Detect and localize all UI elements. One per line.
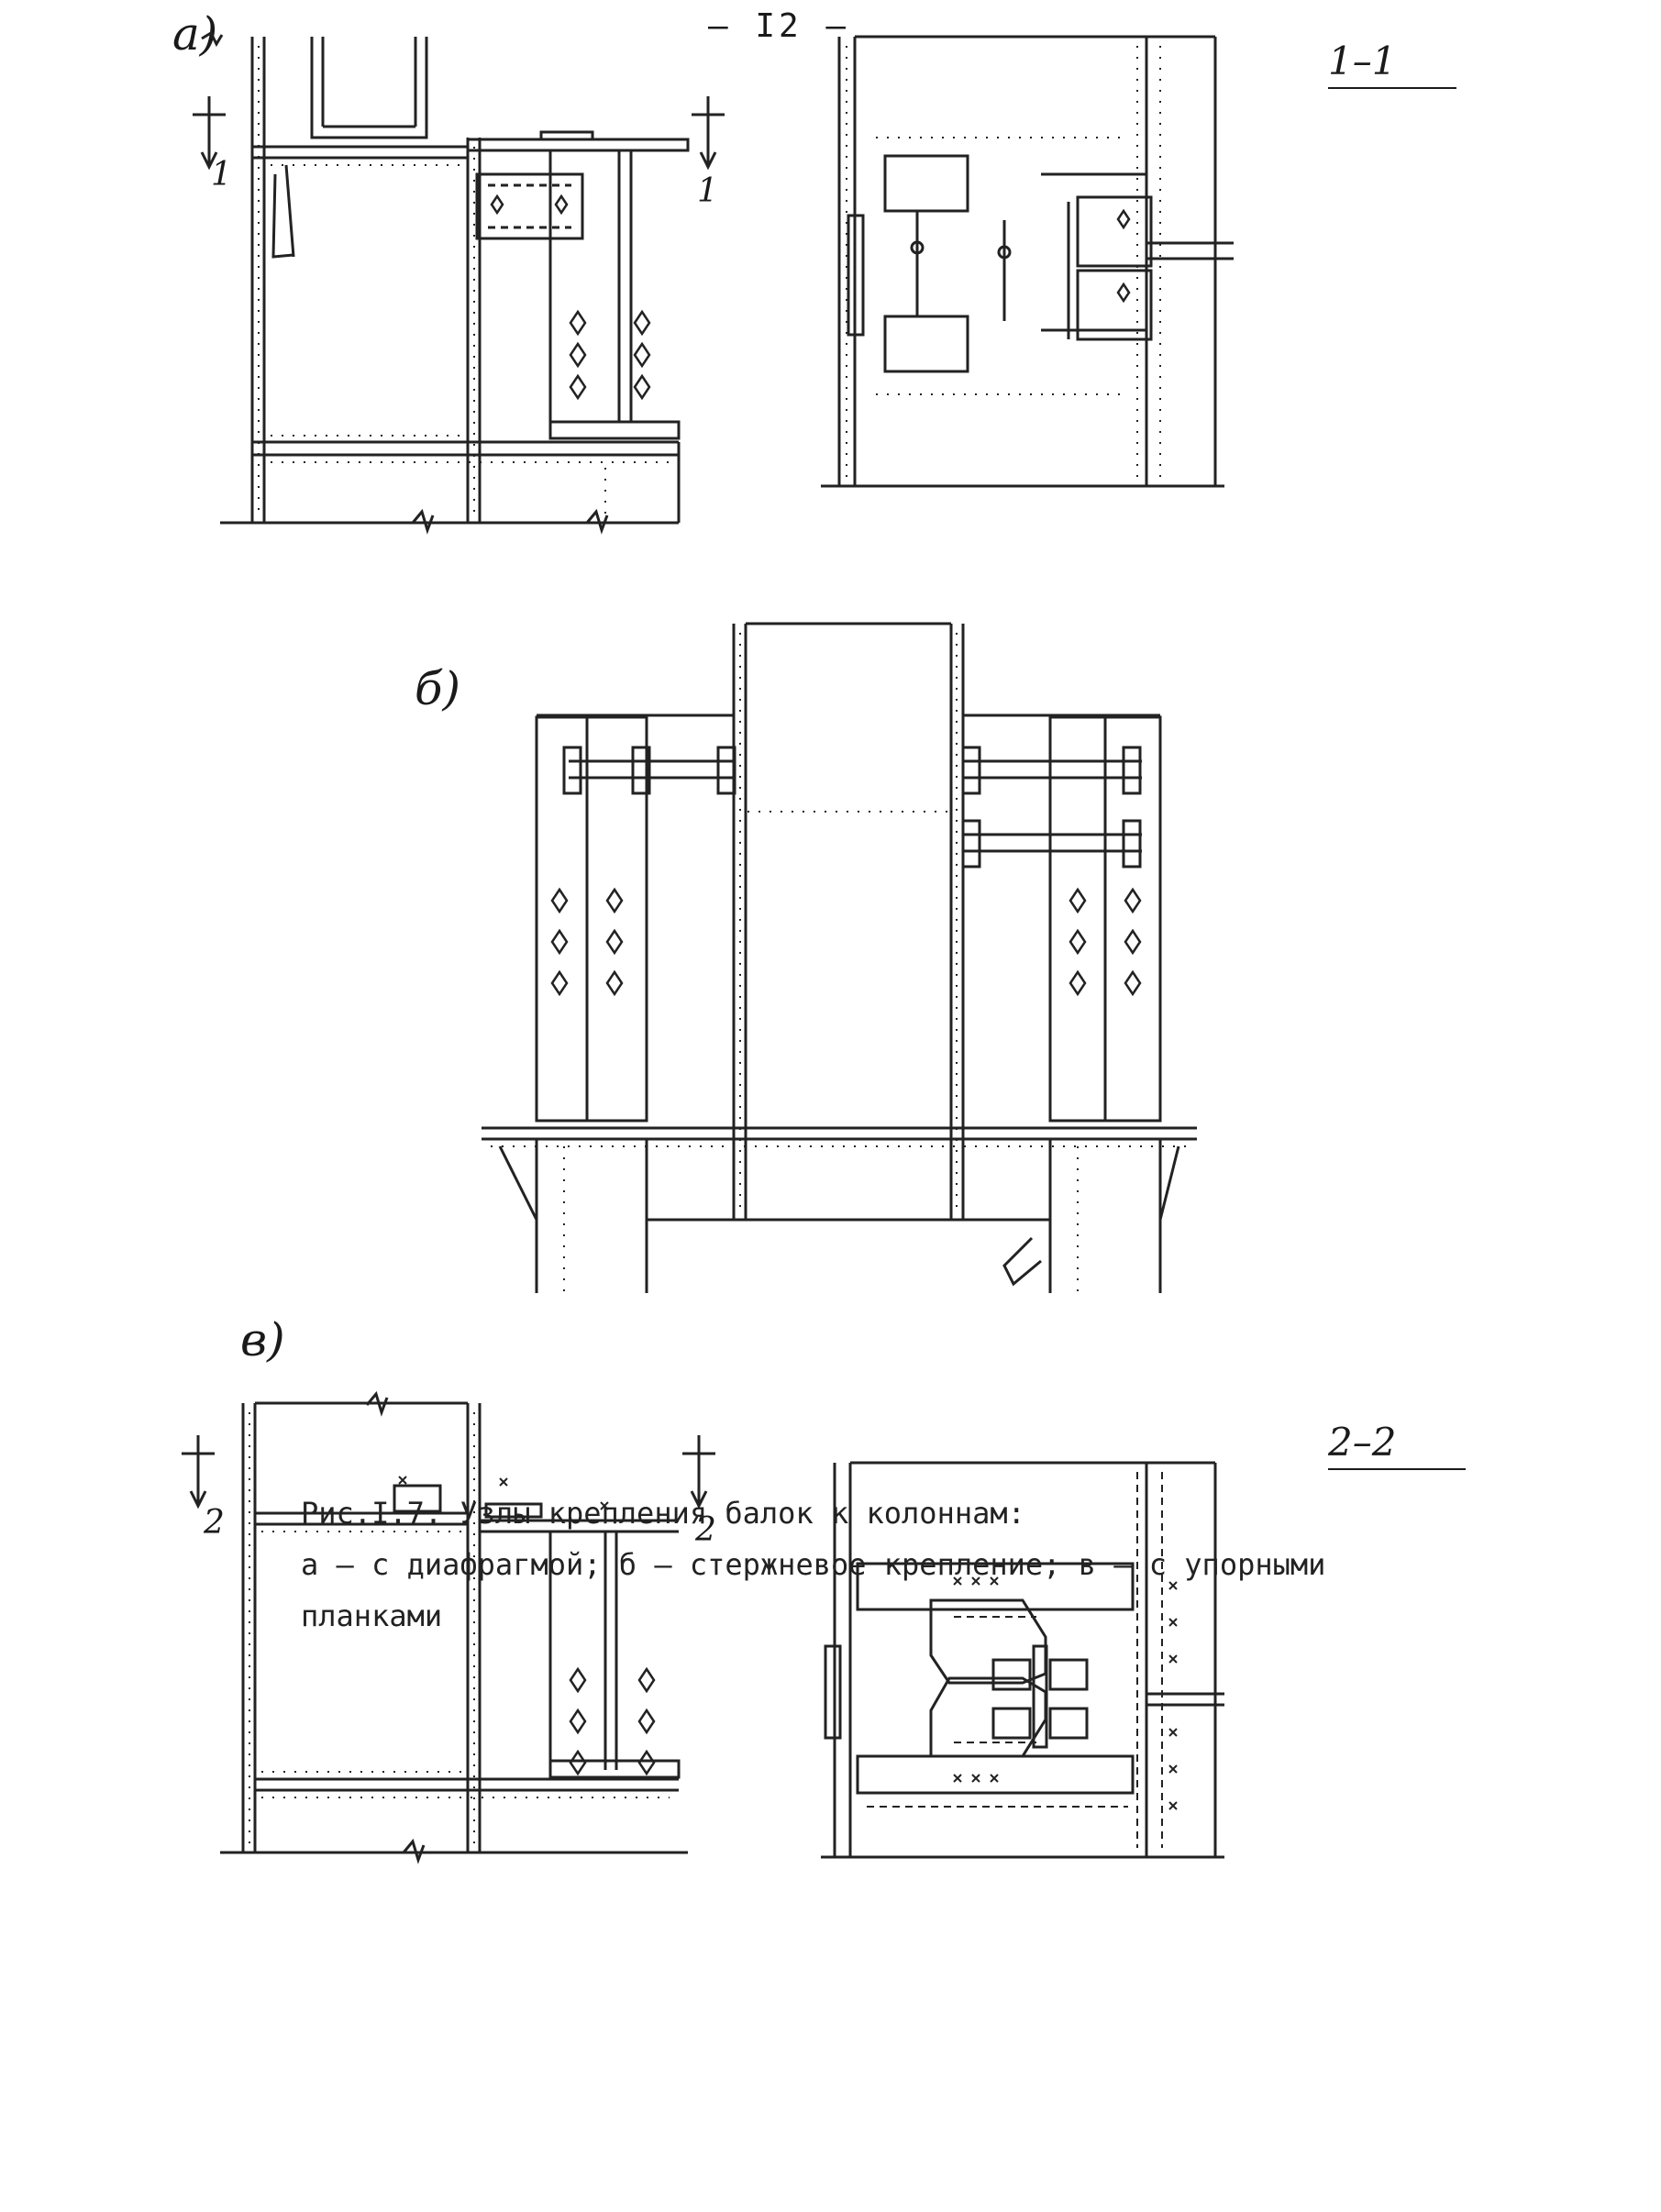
cut-number-1-right: 1 — [697, 172, 718, 210]
section-underline — [1328, 87, 1456, 89]
cut-arrow-2-left — [180, 1431, 216, 1513]
panel-label-b: б) — [415, 662, 461, 715]
cut-number-1-left: 1 — [211, 156, 232, 194]
cut-arrow-1-right — [690, 92, 726, 174]
section-label-1-1-text: 1–1 — [1328, 39, 1397, 83]
cut-number-2-right: 2 — [695, 1511, 716, 1549]
section-label-2-2: 2–2 — [1328, 1420, 1466, 1470]
section-underline — [1328, 1468, 1466, 1470]
caption-line-1: Рис.I.7. Узлы крепления балок к колоннам… — [301, 1496, 1025, 1531]
figure-caption: Рис.I.7. Узлы крепления балок к колоннам… — [301, 1488, 1484, 1642]
drawing-section-1-1 — [821, 28, 1316, 495]
cut-arrow-2-right — [681, 1431, 717, 1513]
section-label-1-1: 1–1 — [1328, 39, 1456, 89]
page-number: – I2 – — [708, 7, 850, 45]
drawing-a-elevation — [202, 28, 697, 541]
drawing-v-elevation — [220, 1394, 697, 1871]
caption-line-3: планками — [301, 1598, 443, 1633]
drawing-b-rod-connection — [482, 614, 1197, 1311]
drawing-section-2-2 — [821, 1454, 1279, 1866]
panel-label-v: в) — [240, 1313, 285, 1366]
cut-number-2-left: 2 — [204, 1504, 225, 1542]
section-label-2-2-text: 2–2 — [1328, 1420, 1397, 1465]
caption-line-2: а – с диафрагмой; б – стержневое креплен… — [301, 1547, 1326, 1582]
cut-arrow-1-left — [191, 92, 227, 174]
